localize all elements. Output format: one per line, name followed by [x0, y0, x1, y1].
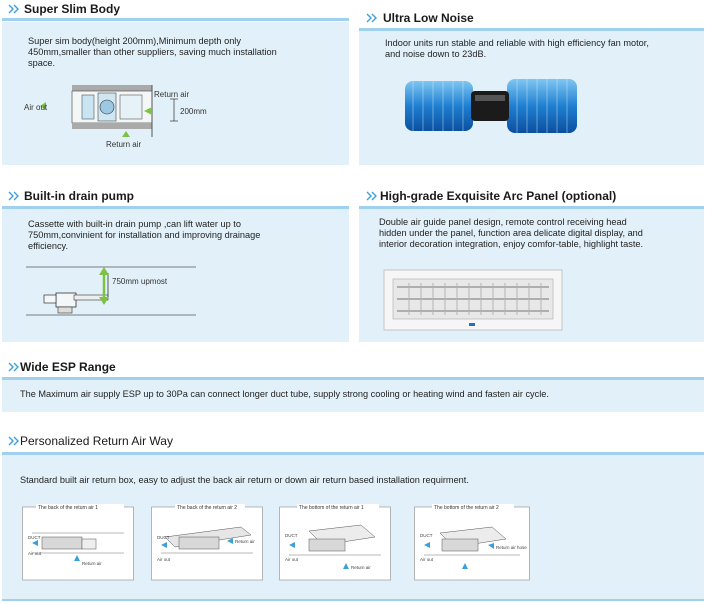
thumb-title: The back of the return air 1: [38, 505, 98, 511]
return-air-thumb-1: The back of the return air 1 DUCT Air ou…: [22, 504, 134, 581]
arc-panel-image: [383, 269, 563, 331]
title-rule: [2, 452, 704, 455]
chevron-right-icon: [8, 4, 20, 14]
panel-noise: Indoor units run stable and reliable wit…: [359, 31, 704, 165]
return-air-thumb-2: The back of the return air 2 DUCT Air ou…: [151, 504, 263, 581]
title-rule: [359, 206, 704, 209]
section-title-panel: High-grade Exquisite Arc Panel (optional…: [380, 189, 617, 203]
section-text-pump: Cassette with built-in drain pump ,can l…: [28, 219, 261, 251]
title-rule: [2, 18, 349, 21]
section-title-noise: Ultra Low Noise: [383, 11, 474, 25]
label-depth: 200mm: [180, 107, 207, 116]
section-text-panel: Double air guide panel design, remote co…: [379, 217, 644, 249]
thumb-air-out-label: Air out: [157, 557, 171, 562]
slim-body-diagram: Return air Air out 200mm Return air: [24, 85, 207, 149]
thumb-air-out-label: Air out: [420, 557, 434, 562]
section-text-esp: The Maximum air supply ESP up to 30Pa ca…: [20, 389, 549, 399]
thumb-duct-label: DUCT: [285, 533, 298, 538]
return-air-thumb-4: The bottom of the return air 2 DUCT Air …: [414, 504, 530, 581]
chevron-right-icon: [8, 436, 20, 446]
thumb-return-label: Return air: [82, 561, 102, 566]
section-title-pump: Built-in drain pump: [24, 189, 134, 203]
panel-arc: Double air guide panel design, remote co…: [359, 209, 704, 342]
thumb-return-label: Return air: [235, 539, 255, 544]
thumb-duct-label: DUCT: [28, 535, 41, 540]
thumb-return-label: Return air hose: [496, 545, 527, 550]
thumb-title: The bottom of the return air 2: [434, 505, 499, 511]
panel-esp: The Maximum air supply ESP up to 30Pa ca…: [2, 380, 704, 412]
label-return-air-bottom: Return air: [106, 140, 141, 149]
thumb-air-out-label: Air out: [28, 551, 42, 556]
panel-slim: Super sim body(height 200mm),Minimum dep…: [2, 22, 349, 165]
chevron-right-icon: [8, 191, 20, 201]
section-text-slim: Super sim body(height 200mm),Minimum dep…: [28, 36, 277, 68]
thumb-title: The back of the return air 2: [177, 505, 237, 511]
thumb-return-label: Return air: [351, 565, 371, 570]
thumb-title: The bottom of the return air 1: [299, 505, 364, 511]
thumb-duct-label: DUCT: [420, 533, 433, 538]
chevron-right-icon: [366, 191, 378, 201]
chevron-right-icon: [8, 362, 20, 372]
chevron-right-icon: [366, 13, 378, 23]
fan-motor-image: [405, 79, 577, 133]
label-return-air-top: Return air: [154, 90, 189, 99]
section-title-esp: Wide ESP Range: [20, 360, 116, 374]
thumb-duct-label: DUCT: [157, 535, 170, 540]
section-text-return: Standard built air return box, easy to a…: [20, 475, 469, 485]
label-air-out: Air out: [24, 103, 48, 112]
thumb-air-out-label: Air out: [285, 557, 299, 562]
title-rule: [2, 377, 704, 380]
section-title-return: Personalized Return Air Way: [20, 434, 173, 448]
label-lift-height: 750mm upmost: [112, 277, 168, 286]
section-text-noise: Indoor units run stable and reliable wit…: [385, 38, 649, 59]
return-air-thumb-3: The bottom of the return air 1 DUCT Air …: [279, 504, 391, 581]
panel-pump: Cassette with built-in drain pump ,can l…: [2, 209, 349, 342]
section-title-slim: Super Slim Body: [24, 2, 121, 16]
title-rule: [2, 206, 349, 209]
title-rule: [359, 28, 704, 31]
bottom-rule: [2, 599, 704, 601]
drain-pump-diagram: 750mm upmost: [26, 266, 196, 316]
